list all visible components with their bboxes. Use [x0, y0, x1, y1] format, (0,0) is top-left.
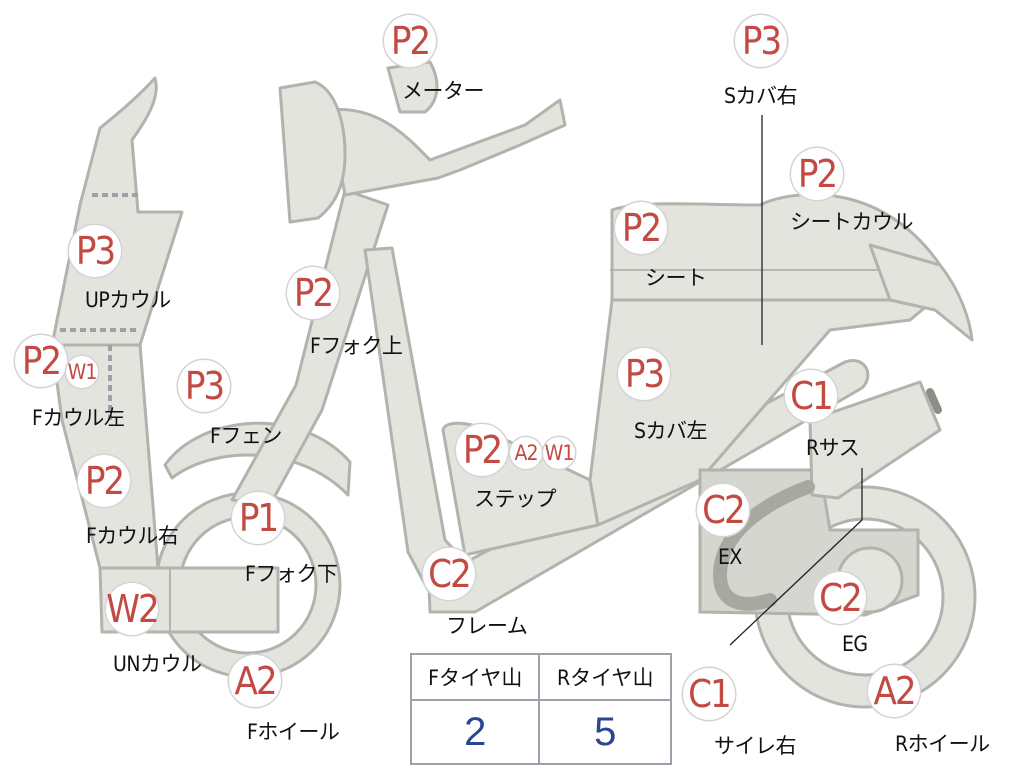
step-grade-3: W1 — [543, 437, 575, 469]
seat-cowl-grade: P2 — [791, 148, 843, 200]
front-cowl-left-label: Fカウル左 — [32, 406, 125, 430]
frame-downtube-shape — [363, 246, 464, 592]
front-fender-grade: P3 — [178, 360, 230, 412]
front-fork-upper-grade: P2 — [287, 267, 339, 319]
side-cover-left-label: Sカバ左 — [634, 419, 708, 443]
frame-label: フレーム — [446, 614, 528, 638]
meter-shape — [386, 60, 439, 114]
front-wheel-label: Fホイール — [247, 720, 340, 744]
rear-tire-header: Rタイヤ山 — [538, 653, 672, 701]
rear-wheel-label: Rホイール — [895, 732, 990, 756]
step-grade: P2 — [456, 424, 508, 476]
seat-label: シート — [645, 266, 707, 290]
seat-shape — [610, 192, 942, 302]
rear-suspension-label: Rサス — [806, 436, 860, 460]
side-cover-right-grade: P3 — [735, 15, 787, 67]
front-cowl-right-grade: P2 — [78, 455, 130, 507]
silencer-right-grade: C1 — [683, 668, 735, 720]
meter-label: メーター — [402, 79, 485, 103]
step-grade-2: A2 — [510, 437, 542, 469]
front-tire-header: Fタイヤ山 — [409, 653, 541, 701]
front-fork-lower-label: Fフォク下 — [245, 562, 338, 586]
seat-grade: P2 — [615, 202, 667, 254]
under-cowl-grade: W2 — [106, 583, 160, 635]
upper-cowl-label: UPカウル — [85, 288, 171, 312]
meter-grade: P2 — [384, 15, 436, 67]
rear-wheel-grade: A2 — [868, 665, 920, 717]
exhaust-label: EX — [718, 545, 742, 569]
front-cowl-right-label: Fカウル右 — [86, 524, 179, 548]
front-fender-label: Fフェン — [210, 424, 282, 448]
silencer-right-label: サイレ右 — [714, 734, 797, 758]
seat-cowl-label: シートカウル — [790, 210, 914, 234]
upper-cowl-grade: P3 — [69, 225, 121, 277]
front-cowl-left-grade: P2 — [15, 335, 67, 387]
front-fork-upper-label: Fフォク上 — [310, 334, 403, 358]
handlebar-shape — [328, 98, 567, 197]
front-cowl-left-grade-2: W1 — [66, 356, 98, 388]
headlight-shape — [278, 80, 347, 224]
tire-tread-table: Fタイヤ山 Rタイヤ山 2 5 — [409, 653, 672, 765]
exhaust-grade: C2 — [697, 484, 749, 536]
upper-cowl-shape — [50, 76, 184, 347]
front-tire-value: 2 — [409, 699, 541, 765]
table-header-row: Fタイヤ山 Rタイヤ山 — [409, 653, 672, 701]
rear-suspension-grade: C1 — [785, 370, 837, 422]
rear-tire-value: 5 — [538, 699, 672, 765]
under-cowl-label: UNカウル — [113, 652, 202, 676]
seat-cowl-shape — [868, 243, 974, 342]
engine-label: EG — [842, 632, 868, 656]
engine-grade: C2 — [814, 572, 866, 624]
side-cover-right-label: Sカバ右 — [724, 84, 798, 108]
frame-grade: C2 — [423, 548, 475, 600]
exhaust-pipe-shape — [712, 480, 815, 611]
step-label: ステップ — [474, 487, 557, 511]
table-row: 2 5 — [409, 699, 672, 765]
silencer-leader — [729, 519, 863, 646]
front-fork-lower-grade: P1 — [232, 492, 284, 544]
side-cover-left-grade: P3 — [618, 348, 670, 400]
front-wheel-grade: A2 — [229, 655, 281, 707]
